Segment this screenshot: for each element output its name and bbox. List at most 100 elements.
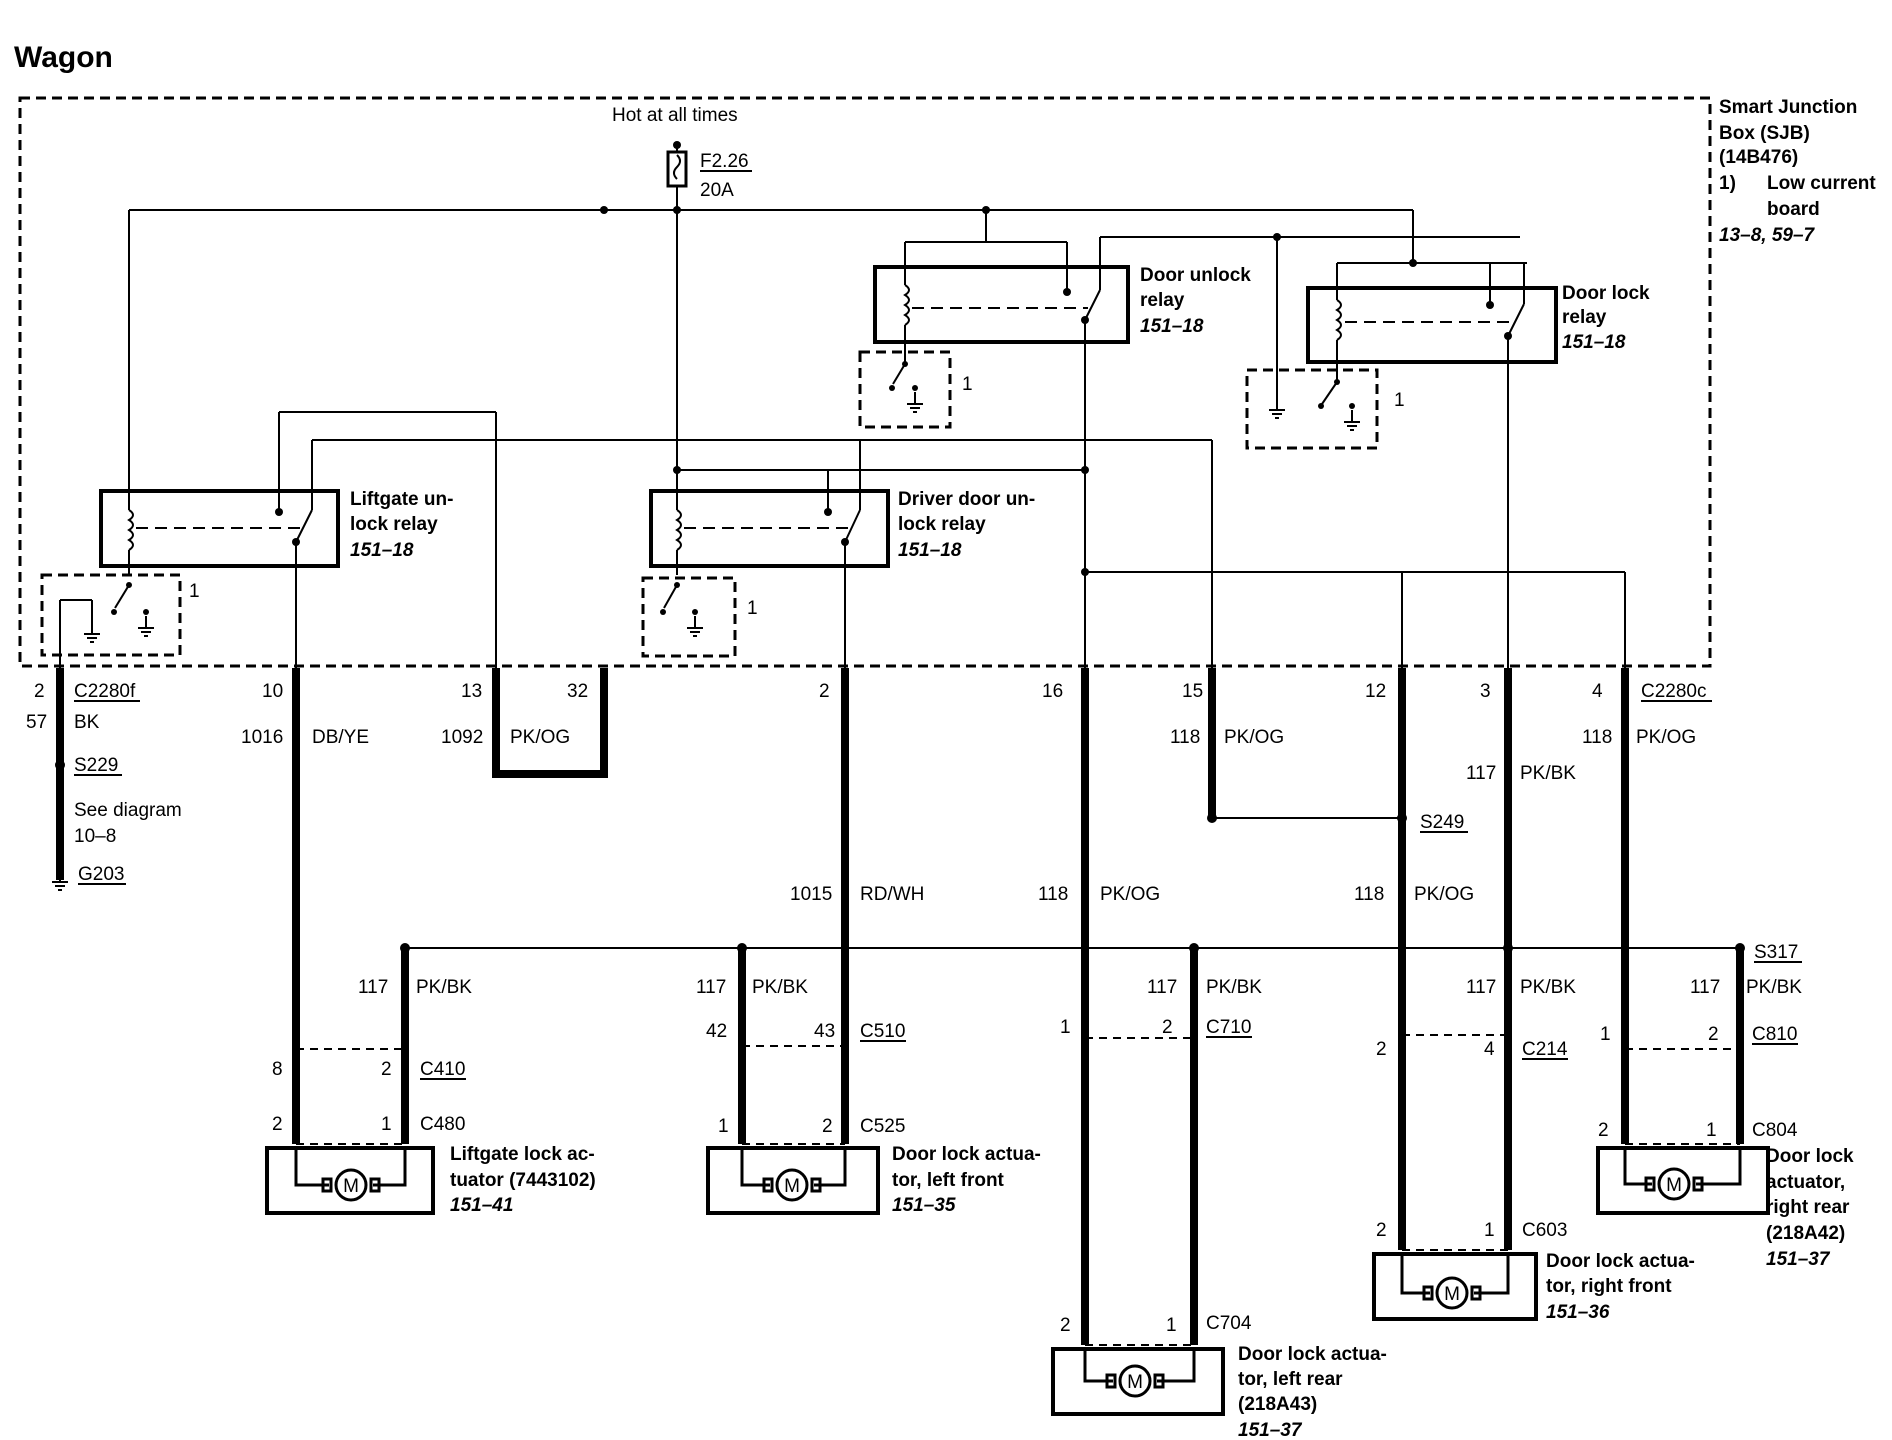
svg-text:(14B476): (14B476) [1719,147,1798,168]
svg-text:4: 4 [1592,681,1603,702]
svg-text:3: 3 [1480,681,1491,702]
svg-text:C710: C710 [1206,1017,1251,1038]
svg-text:DB/YE: DB/YE [312,727,369,748]
svg-text:Box (SJB): Box (SJB) [1719,123,1810,144]
svg-text:118: 118 [1038,884,1068,905]
svg-text:2: 2 [1162,1017,1173,1038]
svg-text:151–36: 151–36 [1546,1302,1610,1323]
svg-text:1: 1 [962,374,973,395]
svg-text:Door lock: Door lock [1766,1146,1854,1167]
svg-text:1: 1 [381,1114,392,1135]
svg-text:(218A43): (218A43) [1238,1394,1317,1415]
svg-text:S317: S317 [1754,942,1798,963]
wire-1092-pk-og-loop [492,668,608,778]
svg-text:151–35: 151–35 [892,1195,956,1216]
svg-text:10: 10 [262,681,283,702]
svg-text:4: 4 [1484,1039,1495,1060]
svg-text:117: 117 [696,977,726,998]
door-lock-board-switch: 1 [1245,233,1405,450]
svg-text:1015: 1015 [790,884,832,905]
svg-text:C525: C525 [860,1116,905,1137]
svg-text:118: 118 [1354,884,1384,905]
svg-text:43: 43 [814,1021,835,1042]
svg-text:C603: C603 [1522,1220,1567,1241]
svg-text:117: 117 [1690,977,1720,998]
sjb-label: Smart Junction Box (SJB) (14B476) 1) Low… [1719,97,1876,246]
svg-text:RD/WH: RD/WH [860,884,924,905]
svg-text:151–18: 151–18 [350,540,414,561]
power-label: Hot at all times [612,105,738,126]
svg-text:1: 1 [1706,1120,1717,1141]
svg-text:15: 15 [1182,681,1203,702]
liftgate-board-switch: 1 [40,573,200,668]
svg-text:C410: C410 [420,1059,465,1080]
svg-text:S229: S229 [74,755,118,776]
svg-text:16: 16 [1042,681,1063,702]
liftgate-lock-actuator: 8 2 C410 2 1 C480 M Liftgate lock ac- tu… [265,1045,596,1216]
svg-text:1: 1 [1484,1220,1495,1241]
sjb-boundary [18,96,1712,668]
svg-text:S249: S249 [1420,812,1464,833]
svg-text:2: 2 [819,681,830,702]
svg-text:117: 117 [1466,977,1496,998]
svg-text:1: 1 [747,598,758,619]
svg-text:C510: C510 [860,1021,905,1042]
svg-text:118: 118 [1582,727,1612,748]
svg-text:C804: C804 [1752,1120,1798,1141]
svg-text:151–18: 151–18 [1562,332,1626,353]
svg-text:117: 117 [1147,977,1177,998]
svg-text:1: 1 [1060,1017,1071,1038]
svg-text:PK/BK: PK/BK [416,977,472,998]
svg-text:C704: C704 [1206,1313,1252,1334]
right-rear-door-lock-actuator: 1 2 C810 2 1 C804 M Door lock actuator, … [1596,1024,1854,1270]
fuse-f2-26: Hot at all times F2.26 20A [612,105,752,470]
svg-text:2: 2 [1376,1039,1387,1060]
svg-text:13: 13 [461,681,482,702]
svg-text:lock relay: lock relay [898,514,986,535]
svg-text:57: 57 [26,712,47,733]
driver-door-unlock-relay: Driver door un- lock relay 151–18 [649,440,1089,668]
svg-text:1): 1) [1719,173,1736,194]
svg-text:1: 1 [1166,1315,1177,1336]
svg-text:117: 117 [358,977,388,998]
svg-text:PK/OG: PK/OG [1100,884,1160,905]
svg-text:C2280f: C2280f [74,681,136,702]
svg-text:Door lock actua-: Door lock actua- [1238,1344,1387,1365]
svg-text:12: 12 [1365,681,1386,702]
svg-text:PK/OG: PK/OG [1224,727,1284,748]
door-unlock-board-switch: 1 [858,350,973,429]
left-rear-door-lock-actuator: 1 2 C710 2 1 C704 M Door lock actua- tor… [1051,1017,1387,1440]
svg-text:tor, left rear: tor, left rear [1238,1369,1343,1390]
svg-text:PK/BK: PK/BK [1746,977,1802,998]
svg-text:151–18: 151–18 [1140,316,1204,337]
fuse-rating: 20A [700,180,734,201]
svg-text:G203: G203 [78,864,124,885]
svg-text:1: 1 [718,1116,729,1137]
svg-text:tuator (7443102): tuator (7443102) [450,1170,596,1191]
svg-text:lock relay: lock relay [350,514,438,535]
svg-text:Door lock actua-: Door lock actua- [892,1144,1041,1165]
svg-text:PK/OG: PK/OG [1636,727,1696,748]
svg-text:32: 32 [567,681,588,702]
fuse-label: F2.26 [700,151,749,172]
svg-text:C480: C480 [420,1114,465,1135]
door-lock-relay: Door lock relay 151–18 [1306,210,1650,668]
svg-text:Smart Junction: Smart Junction [1719,97,1857,118]
svg-text:M: M [784,1176,800,1197]
svg-text:2: 2 [34,681,45,702]
svg-text:relay: relay [1562,307,1607,328]
svg-text:151–37: 151–37 [1766,1249,1831,1270]
svg-text:151–41: 151–41 [450,1195,513,1216]
svg-text:Liftgate lock ac-: Liftgate lock ac- [450,1144,595,1165]
svg-text:PK/BK: PK/BK [1206,977,1262,998]
svg-text:1016: 1016 [241,727,283,748]
svg-text:2: 2 [1708,1024,1719,1045]
svg-text:C214: C214 [1522,1039,1568,1060]
svg-text:actuator,: actuator, [1766,1172,1845,1193]
svg-text:1: 1 [1600,1024,1611,1045]
svg-text:118: 118 [1170,727,1200,748]
connector-c2280-row: 2 C2280f 10 13 32 2 16 15 12 3 4 C2280c [34,681,1712,702]
svg-text:BK: BK [74,712,100,733]
svg-text:(218A42): (218A42) [1766,1223,1845,1244]
